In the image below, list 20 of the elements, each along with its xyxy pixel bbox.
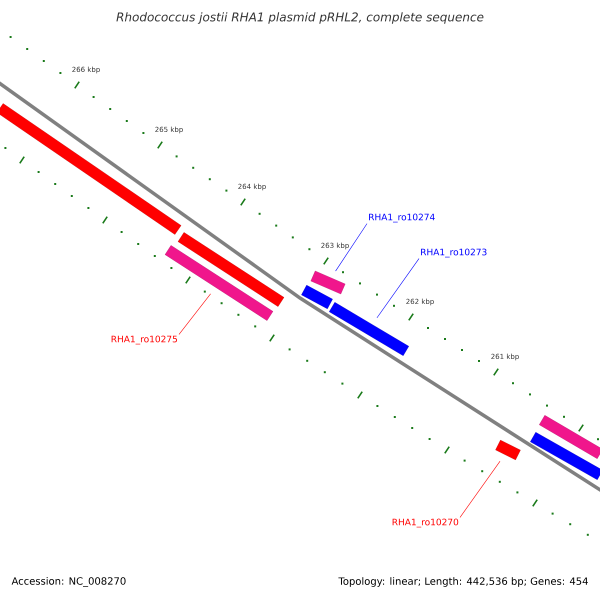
gene-label: RHA1_ro10274 <box>369 214 435 222</box>
leader-line <box>460 460 500 518</box>
gene-bar <box>329 302 409 356</box>
gene-bar <box>301 285 333 309</box>
leader-line <box>178 294 211 335</box>
leader-line <box>335 223 368 272</box>
gene-bar <box>495 440 521 460</box>
gene-bar <box>539 415 600 459</box>
accession-text: Accession: NC_008270 <box>12 577 126 587</box>
leader-line <box>376 258 420 318</box>
gene-bar <box>178 232 284 307</box>
gene-label: RHA1_ro10273 <box>421 248 487 258</box>
gene-label: RHA1_ro10270 <box>392 518 458 528</box>
gene-bar <box>530 432 600 480</box>
gene-bar <box>164 245 274 321</box>
gene-label: RHA1_ro10275 <box>112 336 178 344</box>
gene-bar <box>0 103 182 235</box>
sequence-info-text: Topology: linear; Length: 442,536 bp; Genes: 454 <box>338 577 588 587</box>
title: Rhodococcus jostii RHA1 plasmid pRHL2, complete sequence <box>116 12 484 24</box>
gene-bar <box>310 270 346 294</box>
